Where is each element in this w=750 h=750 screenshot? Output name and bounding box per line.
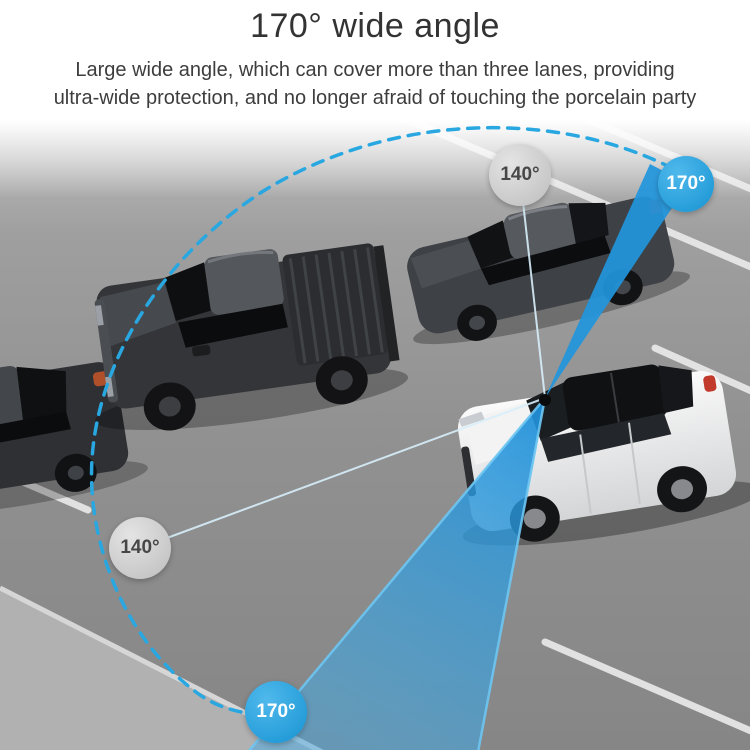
angle-badge-140-left-label: 140°	[120, 537, 160, 558]
page-subtitle: Large wide angle, which can cover more t…	[0, 56, 750, 112]
angle-badge-170-top-label: 170°	[666, 173, 706, 194]
fov-arc	[89, 126, 692, 717]
angle-badge-140-top-label: 140°	[500, 164, 540, 185]
angle-badge-170-bottom: 170°	[245, 681, 307, 743]
angle-badge-140-left: 140°	[109, 517, 171, 579]
angle-badge-170-bottom-label: 170°	[256, 701, 296, 722]
page-title: 170° wide angle	[250, 7, 500, 45]
road-scene-svg	[0, 120, 750, 750]
header: 170° wide angle Large wide angle, which …	[0, 0, 750, 112]
angle-badge-170-top: 170°	[658, 156, 714, 212]
camera-beam-upper	[545, 164, 688, 398]
sight-lines	[139, 174, 546, 549]
dark-sedan	[407, 196, 690, 345]
dashcam-dot	[539, 394, 551, 406]
top-fade	[0, 120, 750, 198]
partial-car	[0, 362, 148, 516]
angle-badge-140-top: 140°	[489, 144, 551, 206]
pickup-truck	[94, 243, 409, 431]
subtitle-line-2: ultra-wide protection, and no longer afr…	[53, 87, 697, 109]
subtitle-line-1: Large wide angle, which can cover more t…	[75, 59, 675, 81]
camera-beam	[248, 164, 688, 750]
road-scene: 140° 170° 140° 170°	[0, 120, 750, 750]
